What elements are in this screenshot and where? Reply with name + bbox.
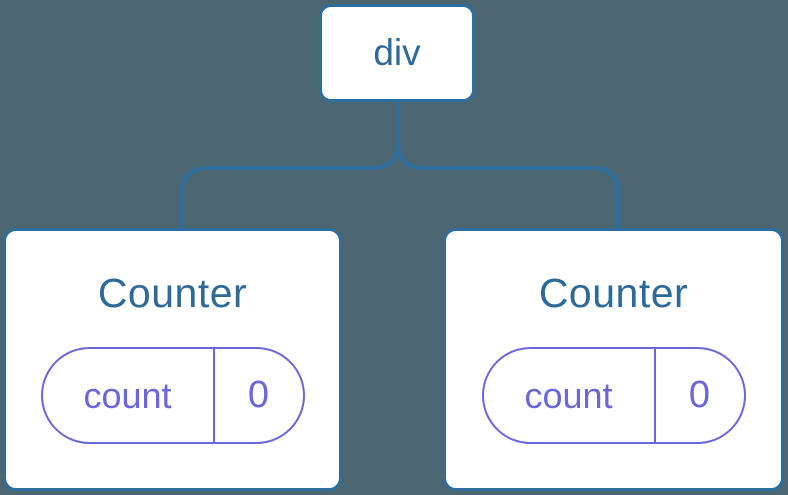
dom-node-div: div: [319, 4, 475, 102]
counter-component-right: Counter count 0: [443, 228, 784, 491]
dom-node-label: div: [373, 32, 421, 73]
connector-branches: [180, 102, 620, 228]
component-title: Counter: [97, 270, 248, 316]
state-key: count: [43, 349, 215, 442]
state-value: 0: [688, 374, 711, 416]
state-key: count: [484, 349, 656, 442]
state-pill: count 0: [40, 347, 305, 444]
state-pill: count 0: [481, 347, 746, 444]
counter-component-left: Counter count 0: [3, 228, 342, 491]
state-value: 0: [247, 374, 270, 416]
component-title: Counter: [538, 270, 689, 316]
